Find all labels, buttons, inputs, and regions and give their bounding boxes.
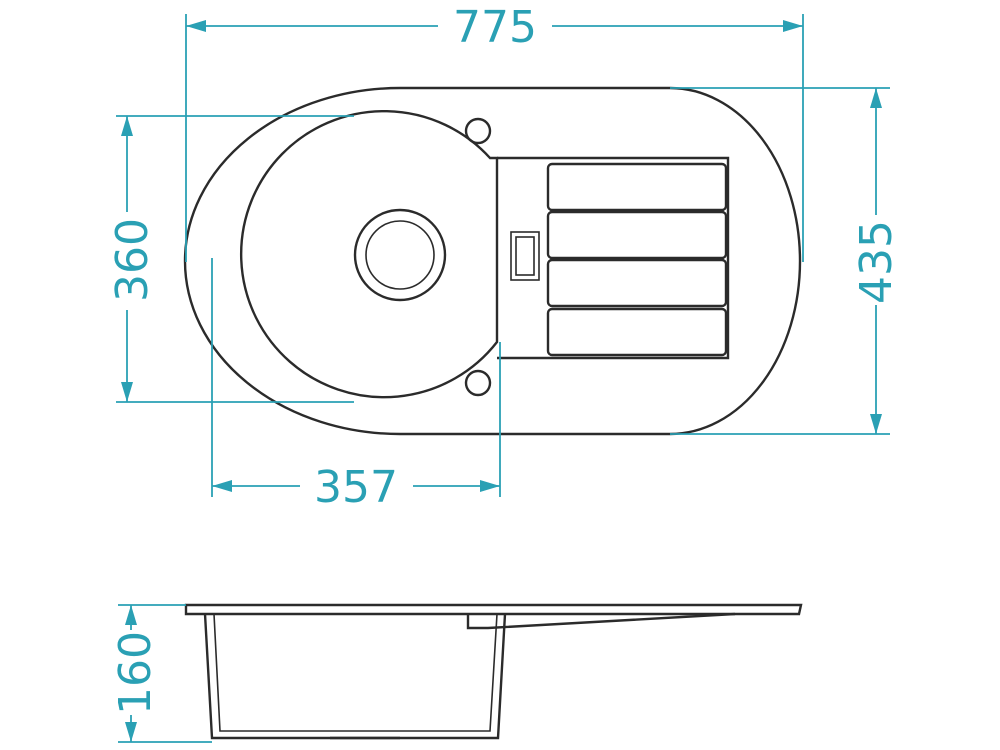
drainer-rib-3	[546, 258, 728, 308]
drainer-rib-1	[546, 162, 728, 212]
dimension-bowl-length: 357	[211, 258, 501, 513]
dimension-label-357: 357	[314, 462, 398, 513]
drainer-rib-4	[546, 307, 728, 357]
dimension-label-775: 775	[453, 2, 537, 53]
dimension-label-435: 435	[851, 220, 902, 304]
bowl-side-profile	[203, 613, 507, 740]
dimension-label-360: 360	[107, 218, 158, 302]
sink-side-view	[184, 603, 803, 740]
sink-top-view	[183, 86, 802, 436]
drainer-rib-2	[546, 210, 728, 260]
drain-outer-ring	[353, 208, 447, 302]
bowl-outline	[239, 109, 499, 399]
drainer-panel	[497, 156, 730, 360]
dimension-overall-length: 775	[185, 2, 804, 262]
tap-hole-top	[464, 117, 492, 145]
sink-outer-outline	[183, 86, 802, 436]
bowl-inner-profile	[213, 613, 498, 732]
drainer-side-profile	[466, 612, 736, 630]
overflow-slot-inner	[515, 236, 535, 276]
dimension-bowl-depth: 160	[110, 604, 212, 743]
sink-rim-profile	[184, 603, 803, 616]
dimension-overall-width: 435	[670, 87, 902, 435]
dimension-label-160: 160	[110, 631, 161, 715]
overflow-slot	[510, 231, 540, 281]
tap-hole-bottom	[464, 369, 492, 397]
drain-inner-ring	[365, 220, 435, 290]
dimension-bowl-width: 360	[107, 115, 354, 403]
